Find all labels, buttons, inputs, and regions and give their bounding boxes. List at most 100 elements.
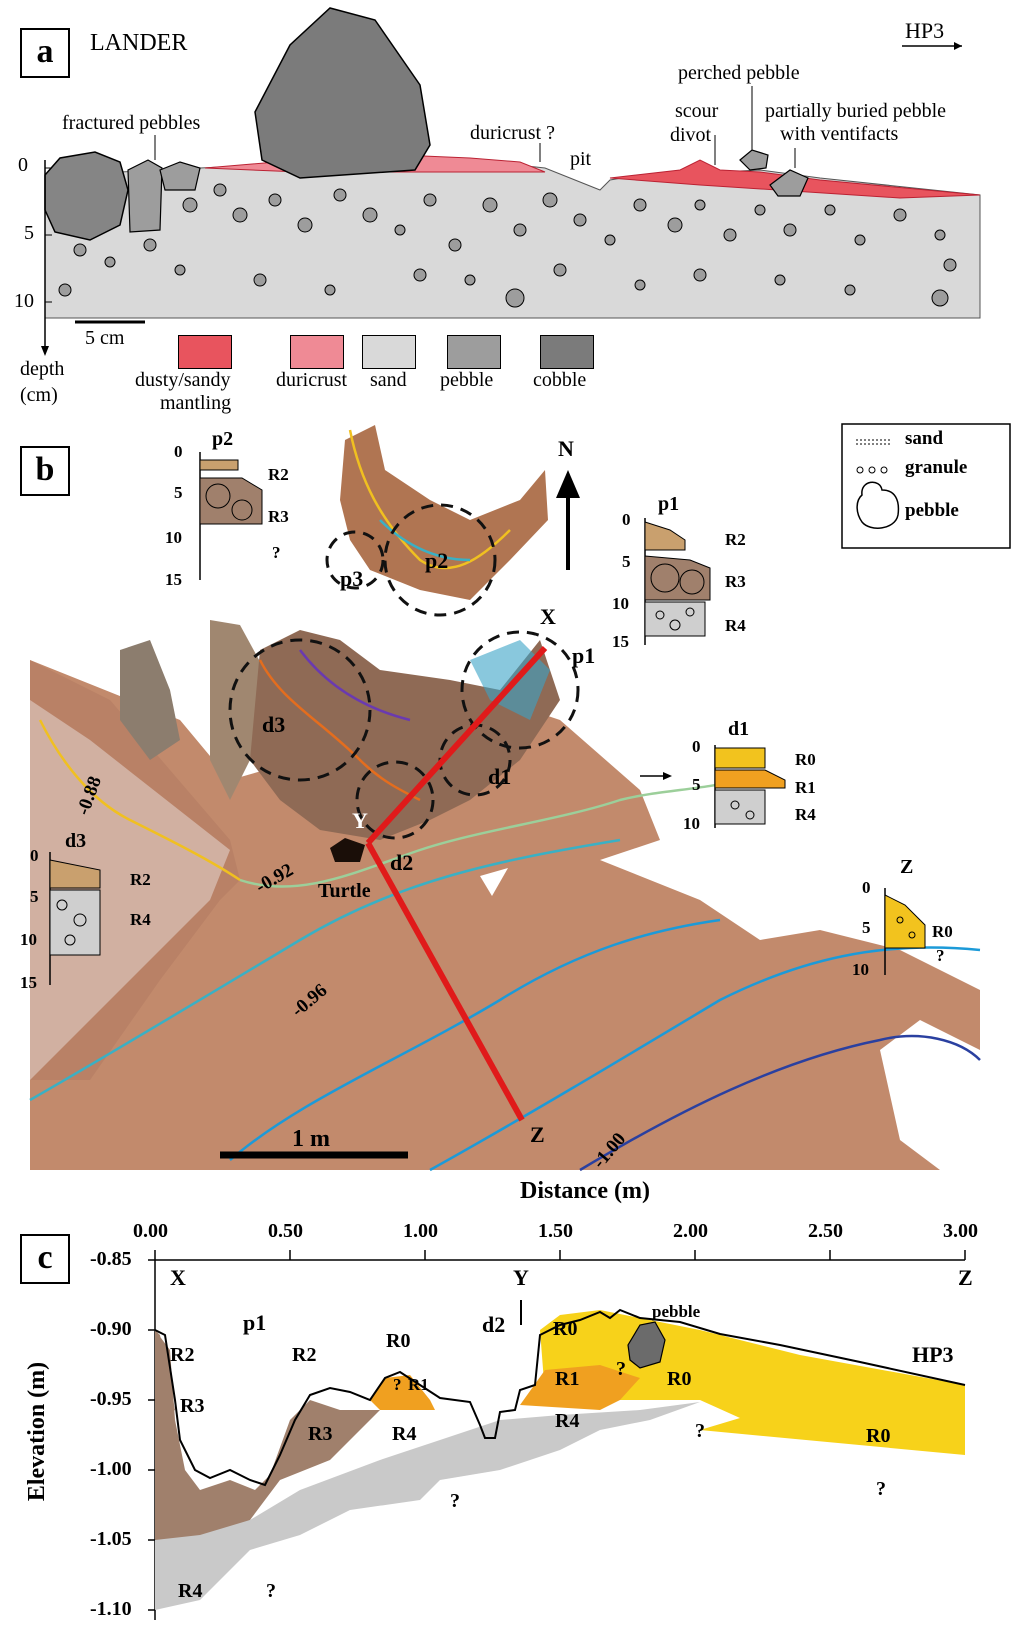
profile-hp3-label: HP3 — [912, 1342, 954, 1367]
perched-pebble-label: perched pebble — [678, 62, 800, 84]
column-d1-title: d1 — [728, 718, 750, 740]
depth-tick-label: 0 — [18, 154, 28, 176]
column-tick: 10 — [612, 594, 629, 613]
depth-tick-label: 5 — [24, 222, 34, 244]
profile-end-x: X — [170, 1265, 186, 1290]
y-tick-label: -1.00 — [90, 1458, 132, 1480]
map-scale-label: 1 m — [292, 1126, 330, 1152]
pebble-symbol-icon — [856, 481, 900, 529]
north-label: N — [558, 436, 574, 461]
terrain-blob-center — [250, 630, 560, 840]
column-unit: R0 — [932, 922, 953, 941]
column-tick: 0 — [30, 846, 39, 865]
site-d2-label: d2 — [390, 850, 414, 875]
axis-ticks — [148, 1250, 966, 1611]
column-tick: 0 — [692, 737, 701, 756]
column-tick: 10 — [852, 960, 869, 979]
scour-label: scour — [675, 100, 719, 122]
panel-c-label: c — [20, 1234, 70, 1284]
unit-label: ? — [695, 1420, 705, 1442]
unit-r2 — [155, 1330, 175, 1420]
pebble-on-surface — [627, 1321, 666, 1369]
column-tick: 5 — [30, 887, 39, 906]
terrain-blob — [210, 620, 270, 800]
scale-label: 5 cm — [85, 327, 125, 349]
unit-label: ? — [450, 1490, 460, 1512]
unit-label: ? — [616, 1358, 626, 1380]
divot-label: divot — [670, 124, 712, 146]
granule-symbol-icon — [868, 466, 876, 474]
granule-symbol-icon — [880, 466, 888, 474]
cobble-large — [254, 7, 431, 179]
legend-swatch — [178, 335, 232, 369]
legend-label: sand — [370, 369, 407, 391]
unit-label: R1 — [408, 1375, 429, 1394]
point-y-label: Y — [352, 808, 368, 833]
site-circle-p2 — [383, 503, 497, 617]
unit-label: R2 — [170, 1344, 195, 1366]
column-unit: R2 — [268, 465, 289, 484]
partially-buried-pebble — [769, 169, 809, 197]
column-tick: 5 — [174, 483, 183, 502]
fractured-pebble — [159, 161, 201, 191]
column-tick: 10 — [683, 814, 700, 833]
profile-site-p1: p1 — [243, 1310, 267, 1335]
column-d1 — [714, 745, 786, 828]
column-unit: R4 — [130, 910, 151, 929]
unit-label: R0 — [866, 1425, 891, 1447]
point-z-label: Z — [530, 1122, 545, 1147]
y-tick-label: -0.85 — [90, 1248, 132, 1270]
legend-swatch — [540, 335, 594, 369]
y-axis-title: Elevation (m) — [24, 1361, 51, 1502]
column-unit: R0 — [795, 750, 816, 769]
north-arrowhead-icon — [556, 470, 580, 498]
terrain-surface — [30, 660, 980, 1170]
legend-swatch — [447, 335, 501, 369]
column-p1 — [644, 518, 711, 645]
pit-label: pit — [570, 148, 592, 170]
panel-a-label: a — [20, 28, 70, 78]
unit-label: R0 — [553, 1318, 578, 1340]
column-unit: ? — [936, 946, 945, 965]
perched-pebble — [739, 149, 769, 171]
site-circle-d2 — [355, 760, 435, 840]
fractured-pebbles-label: fractured pebbles — [62, 112, 201, 134]
contour-lines — [29, 429, 981, 1172]
depth-arrow-icon — [41, 346, 49, 356]
panel-a-cross-section — [41, 7, 981, 356]
y-tick-label: -1.10 — [90, 1598, 132, 1620]
column-p1-title: p1 — [658, 493, 680, 515]
transect-x-y — [365, 645, 548, 846]
x-tick-label: 1.50 — [538, 1220, 573, 1242]
legend-sand-label: sand — [905, 428, 944, 449]
column-p2-title: p2 — [212, 428, 234, 450]
profile-site-d2: d2 — [482, 1312, 506, 1337]
column-tick: 5 — [622, 552, 631, 571]
x-tick-label: 2.50 — [808, 1220, 843, 1242]
y-tick-label: -1.05 — [90, 1528, 132, 1550]
column-tick: 15 — [20, 973, 37, 992]
terrain-shadow — [30, 660, 240, 1080]
site-p1-label: p1 — [572, 643, 596, 668]
column-unit: ? — [272, 543, 281, 562]
legend-label: duricrust — [276, 369, 348, 391]
partially-buried-label: partially buried pebble — [765, 100, 947, 122]
unit-r3 — [155, 1330, 380, 1540]
duricrust-label: duricrust ? — [470, 122, 555, 144]
x-tick-label: 0.50 — [268, 1220, 303, 1242]
legend-swatch — [362, 335, 416, 369]
legend-granule-label: granule — [905, 457, 968, 478]
depth-unit-label: (cm) — [20, 384, 58, 406]
column-z-title: Z — [900, 856, 914, 878]
column-unit: R2 — [130, 870, 151, 889]
y-tick-label: -0.90 — [90, 1318, 132, 1340]
contour-fill — [470, 640, 550, 720]
site-circle-p3 — [325, 530, 385, 590]
x-tick-label: 3.00 — [943, 1220, 978, 1242]
unit-label: ? — [876, 1478, 886, 1500]
column-tick: 0 — [622, 510, 631, 529]
panel-b-label: b — [20, 446, 70, 496]
unit-label: R3 — [180, 1395, 205, 1417]
column-d3 — [49, 852, 101, 985]
